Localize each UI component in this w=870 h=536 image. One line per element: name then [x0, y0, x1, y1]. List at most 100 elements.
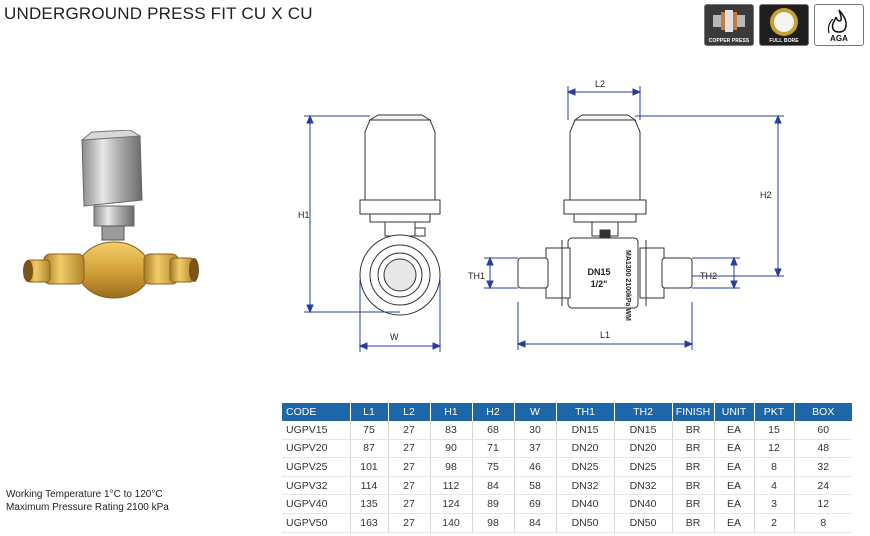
page-title: UNDERGROUND PRESS FIT CU X CU	[4, 4, 313, 23]
table-cell: BR	[672, 421, 715, 440]
dim-label-h1: H1	[298, 210, 310, 220]
table-cell: DN40	[614, 494, 673, 514]
table-cell: 140	[430, 513, 473, 533]
table-cell: BR	[672, 457, 715, 477]
table-cell: 27	[388, 476, 431, 496]
col-header: L1	[350, 403, 389, 421]
table-cell: UGPV32	[282, 476, 351, 496]
table-cell: BR	[672, 513, 715, 533]
table-cell: DN32	[556, 476, 615, 496]
col-header: H2	[472, 403, 515, 421]
table-cell: 163	[350, 513, 389, 533]
table-cell: 2	[754, 513, 795, 533]
badge-full-bore: FULL BORE	[759, 4, 809, 46]
dim-label-h2: H2	[760, 190, 772, 200]
copper-press-icon	[705, 5, 753, 45]
badge-aga: AGA	[814, 4, 864, 46]
flame-icon	[827, 9, 847, 34]
table-cell: DN25	[556, 457, 615, 477]
table-cell: BR	[672, 439, 715, 459]
table-cell: 27	[388, 439, 431, 459]
table-cell: DN20	[556, 439, 615, 459]
table-cell: UGPV25	[282, 457, 351, 477]
table-cell: DN50	[556, 513, 615, 533]
table-cell: UGPV50	[282, 513, 351, 533]
table-cell: 87	[350, 439, 389, 459]
table-cell: 12	[794, 494, 852, 514]
table-cell: BR	[672, 494, 715, 514]
product-photo	[22, 129, 202, 325]
table-cell: 8	[794, 513, 852, 533]
table-cell: 27	[388, 421, 431, 440]
table-cell: 3	[754, 494, 795, 514]
badge-copper-press: COPPER PRESS	[704, 4, 754, 46]
table-cell: 8	[754, 457, 795, 477]
table-cell: 4	[754, 476, 795, 496]
table-cell: 83	[430, 421, 473, 440]
col-header: L2	[388, 403, 431, 421]
col-header: BOX	[794, 403, 852, 421]
col-header: PKT	[754, 403, 795, 421]
max-pressure: Maximum Pressure Rating 2100 kPa	[6, 502, 169, 513]
dim-label-th1: TH1	[468, 271, 485, 281]
table-cell: 30	[514, 421, 557, 440]
col-header: W	[514, 403, 557, 421]
dim-label-w: W	[390, 332, 399, 342]
badge-caption: COPPER PRESS	[708, 38, 750, 44]
table-cell: 48	[794, 439, 852, 459]
dim-label-l1: L1	[600, 330, 610, 340]
dim-label-l2: L2	[595, 79, 605, 89]
table-cell: 101	[350, 457, 389, 477]
dim-label-th2: TH2	[700, 271, 717, 281]
table-cell: DN40	[556, 494, 615, 514]
body-mark-inch: 1/2"	[591, 279, 608, 289]
table-cell: DN15	[614, 421, 673, 440]
table-cell: EA	[714, 513, 755, 533]
technical-drawing: DN15 1/2" MA1300 2100kPa WM	[290, 70, 800, 365]
table-cell: 75	[350, 421, 389, 440]
table-cell: 98	[430, 457, 473, 477]
table-cell: 37	[514, 439, 557, 459]
spec-table: CODE L1 L2 H1 H2 W TH1 TH2 FINISH UNIT P…	[282, 403, 852, 533]
table-cell: 71	[472, 439, 515, 459]
table-cell: UGPV40	[282, 494, 351, 514]
table-cell: 15	[754, 421, 795, 440]
table-cell: 69	[514, 494, 557, 514]
table-cell: 90	[430, 439, 473, 459]
table-cell: 89	[472, 494, 515, 514]
table-cell: DN50	[614, 513, 673, 533]
body-mark-pressure: MA1300 2100kPa WM	[624, 250, 631, 321]
col-header: H1	[430, 403, 473, 421]
table-cell: 98	[472, 513, 515, 533]
table-cell: 75	[472, 457, 515, 477]
table-cell: 112	[430, 476, 473, 496]
table-cell: BR	[672, 476, 715, 496]
specs-block: Working Temperature 1°C to 120°C Maximum…	[6, 488, 169, 514]
table-cell: 135	[350, 494, 389, 514]
table-cell: DN25	[614, 457, 673, 477]
table-cell: 27	[388, 457, 431, 477]
badge-caption: AGA	[829, 34, 849, 43]
table-cell: 46	[514, 457, 557, 477]
table-cell: EA	[714, 439, 755, 459]
table-header-row: CODE L1 L2 H1 H2 W TH1 TH2 FINISH UNIT P…	[282, 403, 852, 421]
table-cell: EA	[714, 421, 755, 440]
certification-badges: COPPER PRESS FULL BORE AGA	[704, 4, 864, 46]
table-cell: 84	[472, 476, 515, 496]
col-header: TH2	[614, 403, 673, 421]
full-bore-icon	[760, 5, 808, 45]
col-header: TH1	[556, 403, 615, 421]
table-cell: 27	[388, 494, 431, 514]
table-cell: 84	[514, 513, 557, 533]
table-cell: 27	[388, 513, 431, 533]
table-cell: DN32	[614, 476, 673, 496]
table-cell: 124	[430, 494, 473, 514]
table-cell: 32	[794, 457, 852, 477]
col-header: CODE	[282, 403, 351, 421]
